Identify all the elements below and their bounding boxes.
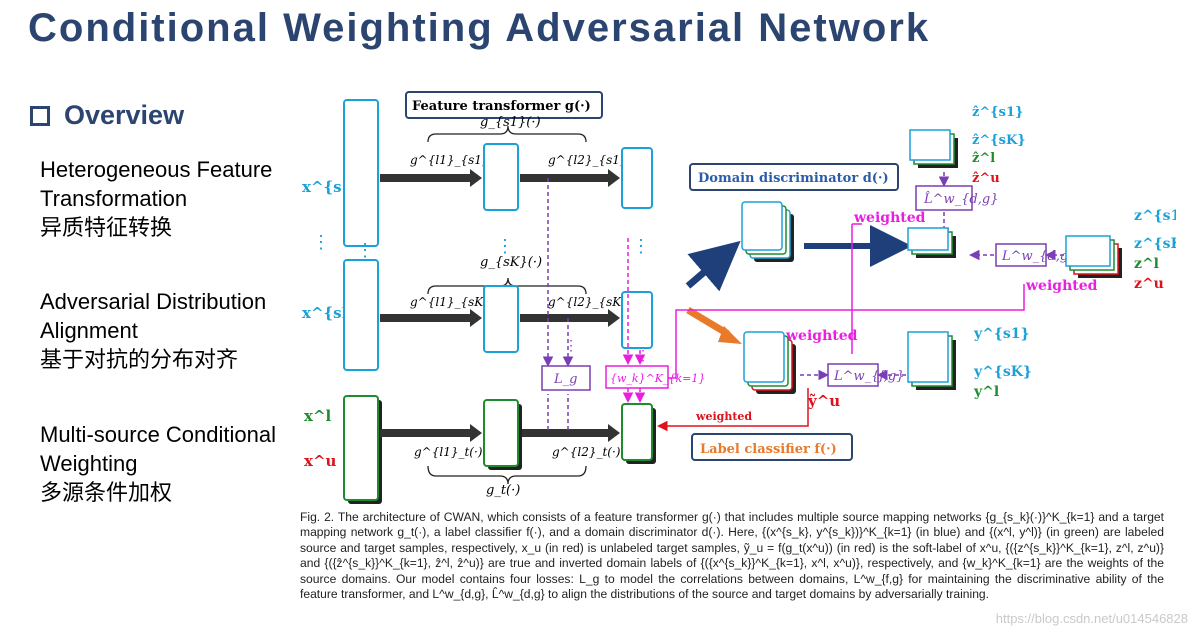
- label-g-sK-l1: g^{l1}_{sK}(·): [410, 295, 504, 309]
- weighted-magenta-lines: [668, 223, 1025, 379]
- brace-g-sK: [427, 277, 587, 295]
- vdots-wk: ⋮: [636, 347, 650, 363]
- overview-label: Overview: [64, 100, 185, 130]
- item-1-en-line2: Transformation: [40, 186, 188, 211]
- label-g-t-l1: g^{l1}_t(·): [414, 445, 483, 459]
- weighted-label-1: weighted: [853, 210, 926, 226]
- input-x-u: x^u: [304, 452, 337, 470]
- label-g-t: g_t(·): [486, 483, 520, 498]
- feature-out-sK: [621, 291, 653, 349]
- item-1-en-line1: Heterogeneous Feature: [40, 157, 273, 182]
- input-vdots: ⋮: [312, 232, 330, 252]
- loss-dashed-links: [800, 172, 1064, 381]
- z-sK: z^{sK}: [1134, 236, 1176, 252]
- x-s1-input-block: [343, 99, 379, 247]
- target-input-block: [343, 395, 379, 501]
- label-g-sK: g_{sK}(·): [480, 255, 542, 270]
- brace-g-s1: [427, 125, 587, 143]
- weighted-label-2: weighted: [1025, 278, 1098, 294]
- hidden-layer-s1: [483, 143, 519, 211]
- arrow-to-classifier: [686, 306, 730, 338]
- z-u: z^u: [1134, 276, 1164, 292]
- weighted-red-label: weighted: [695, 410, 752, 423]
- feature-out-s1: [621, 147, 653, 209]
- arrow-to-classifier-head: [718, 326, 742, 344]
- weighted-feedback-red: [657, 388, 809, 432]
- weighted-label-3: weighted: [785, 328, 858, 344]
- label-g-s1-l1: g^{l1}_{s1}(·): [410, 153, 503, 167]
- x-sK-input-block: [343, 259, 379, 371]
- item-1-zh: 异质特征转换: [40, 215, 173, 240]
- z-s1: z^{s1}: [1134, 208, 1176, 224]
- overview-item-1: Heterogeneous Feature Transformation 异质特…: [40, 155, 272, 242]
- y-l: y^l: [973, 384, 999, 400]
- square-bullet-icon: [30, 105, 50, 126]
- z-hat-u: ẑ^u: [972, 171, 1000, 186]
- feature-transformer-box: [405, 91, 603, 119]
- hidden-layer-t: [483, 399, 519, 467]
- discriminator-feature-stack: [741, 201, 794, 262]
- z-label-stack: [1065, 235, 1122, 278]
- y-label-stack: [907, 331, 956, 390]
- loss-lg-box: [541, 365, 591, 391]
- item-3-zh: 多源条件加权: [40, 480, 173, 505]
- watermark: https://blog.csdn.net/u014546828: [995, 611, 1188, 626]
- y-s1: y^{s1}: [973, 326, 1030, 342]
- item-2-en-line1: Adversarial Distribution: [40, 289, 267, 314]
- hidden-layer-sK: [483, 285, 519, 353]
- lg-dashed-links: [542, 178, 574, 430]
- z-l: z^l: [1134, 256, 1159, 272]
- loss-hat-dg-label: L̂^w_{d,g}: [923, 191, 998, 207]
- z-hat-sK: ẑ^{sK}: [972, 133, 1026, 148]
- feature-out-t: [621, 403, 653, 461]
- brace-g-t: [427, 465, 587, 485]
- domain-discriminator-label: Domain discriminator d(·): [698, 171, 889, 186]
- vdots-source: ⋮: [356, 240, 374, 260]
- wk-dashed-links: [622, 238, 646, 365]
- label-g-s1-l2: g^{l2}_{s1}(·): [548, 153, 641, 167]
- z-hat-s1: ẑ^{s1}: [972, 105, 1023, 120]
- item-2-zh: 基于对抗的分布对齐: [40, 347, 239, 372]
- y-sK: y^{sK}: [973, 364, 1032, 380]
- overview-item-2: Adversarial Distribution Alignment 基于对抗的…: [40, 287, 266, 374]
- item-3-en-line1: Multi-source Conditional: [40, 422, 276, 447]
- loss-fg-label: L^w_{f,g}: [833, 369, 905, 384]
- slide-title: Conditional Weighting Adversarial Networ…: [28, 6, 931, 50]
- classifier-feature-stack: [743, 331, 796, 394]
- cwan-architecture-diagram: x^{s1} ⋮ x^{sK} x^l x^u Feature transfor…: [302, 91, 1176, 504]
- weights-wk-box: [605, 365, 669, 389]
- domain-output-stack: [907, 227, 956, 258]
- vdots-out: ⋮: [632, 236, 650, 256]
- weights-wk-label: {w_k}^K_{k=1}: [610, 372, 705, 385]
- overview-item-3: Multi-source Conditional Weighting 多源条件加…: [40, 420, 276, 507]
- domain-discriminator-box: [689, 163, 899, 191]
- vdots-lg: ⋮: [564, 337, 578, 353]
- label-g-sK-l2: g^{l2}_{sK}(·): [548, 295, 642, 309]
- vdots-mid: ⋮: [496, 236, 514, 256]
- item-2-en-line2: Alignment: [40, 318, 138, 343]
- loss-lg-label: L_g: [553, 372, 577, 387]
- arrow-to-discriminator: [685, 240, 741, 292]
- z-hat-l: ẑ^l: [972, 151, 995, 166]
- item-3-en-line2: Weighting: [40, 451, 138, 476]
- label-classifier-label: Label classifier f(·): [700, 442, 837, 457]
- label-classifier-box: [691, 433, 853, 461]
- transform-arrows: [380, 169, 620, 442]
- label-g-t-l2: g^{l2}_t(·): [552, 445, 621, 459]
- label-g-s1: g_{s1}(·): [480, 115, 541, 130]
- z-hat-label-stack: [909, 129, 958, 168]
- input-x-l: x^l: [304, 407, 332, 425]
- overview-heading: Overview: [30, 100, 184, 131]
- figure-caption: Fig. 2. The architecture of CWAN, which …: [300, 510, 1164, 602]
- y-tilde-u-label: ỹ^u: [807, 392, 840, 410]
- feature-transformer-label: Feature transformer g(·): [412, 99, 591, 114]
- loss-dg-label: L^w_{d,g}: [1001, 249, 1076, 264]
